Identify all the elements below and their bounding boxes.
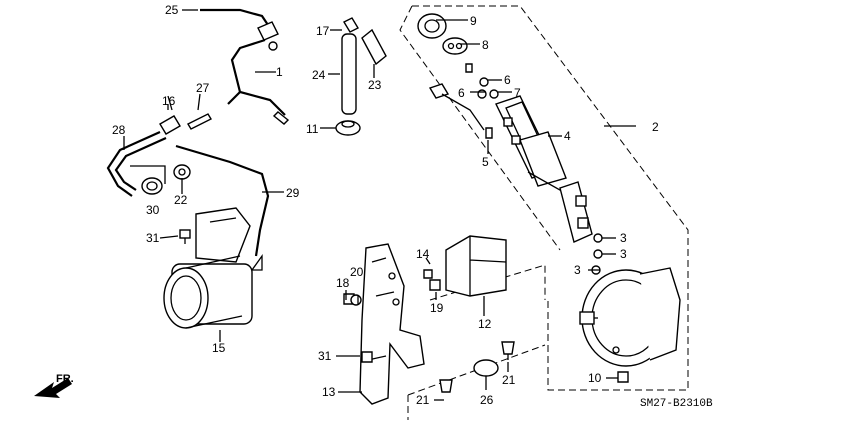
hose-27 (187, 113, 212, 130)
bolt-31-left (179, 229, 191, 244)
callout-5: 5 (482, 155, 489, 169)
callout-26: 26 (480, 393, 494, 407)
clip-21-right (501, 341, 515, 360)
grommet-30 (141, 177, 163, 195)
check-valve-16 (159, 95, 181, 135)
callout-21-right: 21 (502, 373, 516, 387)
callout-20: 20 (350, 265, 364, 279)
callout-3-mid: 3 (620, 247, 627, 261)
callout-15: 15 (212, 341, 226, 355)
callout-10: 10 (588, 371, 602, 385)
hose-28 (106, 130, 167, 197)
callout-21-left: 21 (416, 393, 430, 407)
callout-12: 12 (478, 317, 492, 331)
bolt-31-lower (361, 351, 373, 363)
grommet-22 (173, 164, 191, 180)
nut-6-upper (479, 77, 489, 87)
callout-8: 8 (482, 38, 489, 52)
callout-6-upper: 6 (504, 73, 511, 87)
callout-17: 17 (316, 24, 330, 38)
actuator-booster (579, 267, 681, 367)
hose-29 (175, 144, 270, 271)
callout-11: 11 (306, 122, 319, 136)
callout-31-lower: 31 (318, 349, 332, 363)
clip-21-left (439, 379, 453, 393)
nut-6-lower (477, 89, 487, 99)
assembly-outline-2 (399, 5, 689, 391)
callout-16: 16 (162, 94, 176, 108)
washer-3-top (593, 233, 603, 243)
leader-lines (123, 9, 636, 401)
callout-25: 25 (165, 3, 179, 17)
nut-19 (429, 279, 441, 291)
clip-17 (343, 17, 359, 33)
solenoid-connector (428, 83, 485, 131)
bracket-outline-12 (429, 264, 546, 301)
vacuum-line-1 (200, 8, 290, 125)
callout-6-lower: 6 (458, 86, 465, 100)
callout-13: 13 (322, 385, 336, 399)
screw-upper (465, 63, 473, 73)
cap-26 (473, 359, 499, 377)
actuator-harness (527, 171, 593, 243)
front-direction-label: FR. (56, 373, 74, 385)
vacuum-tank-15 (163, 207, 253, 329)
callout-31-left: 31 (146, 231, 160, 245)
callout-14: 14 (416, 247, 430, 261)
callout-7: 7 (514, 86, 521, 100)
callout-2: 2 (652, 120, 659, 134)
bracket-outline-13 (407, 344, 546, 420)
washer-20 (350, 294, 362, 306)
callout-22: 22 (174, 193, 188, 207)
bracket-13 (359, 243, 425, 405)
callout-29: 29 (286, 186, 300, 200)
callout-18: 18 (336, 276, 350, 290)
hose-24 (341, 33, 357, 115)
callout-1: 1 (276, 65, 283, 79)
callout-labels: 25 1 17 24 23 11 16 27 28 29 30 22 31 15… (112, 3, 659, 407)
leader-30-22 (130, 165, 166, 184)
callout-23: 23 (368, 78, 382, 92)
callout-28: 28 (112, 123, 126, 137)
washer-7 (489, 89, 499, 99)
callout-4: 4 (564, 129, 571, 143)
callout-24: 24 (312, 68, 326, 82)
callout-30: 30 (146, 203, 160, 217)
bracket-12 (445, 235, 507, 297)
callout-3-top: 3 (620, 231, 627, 245)
valve-body-4 (495, 95, 567, 187)
seal-8 (442, 37, 468, 55)
callout-9: 9 (470, 14, 477, 28)
washer-3-mid (593, 249, 603, 259)
screw-5 (485, 127, 493, 139)
diagram-code: SM27-B2310B (640, 398, 713, 410)
grommet-9 (417, 13, 447, 39)
front-arrow-icon (34, 378, 72, 398)
grommet-11 (335, 120, 361, 136)
bolt-14 (423, 269, 433, 279)
pipe-23 (361, 28, 387, 66)
callout-3-bottom: 3 (574, 263, 581, 277)
callout-27: 27 (196, 81, 210, 95)
nut-10 (617, 371, 629, 383)
callout-19: 19 (430, 301, 444, 315)
